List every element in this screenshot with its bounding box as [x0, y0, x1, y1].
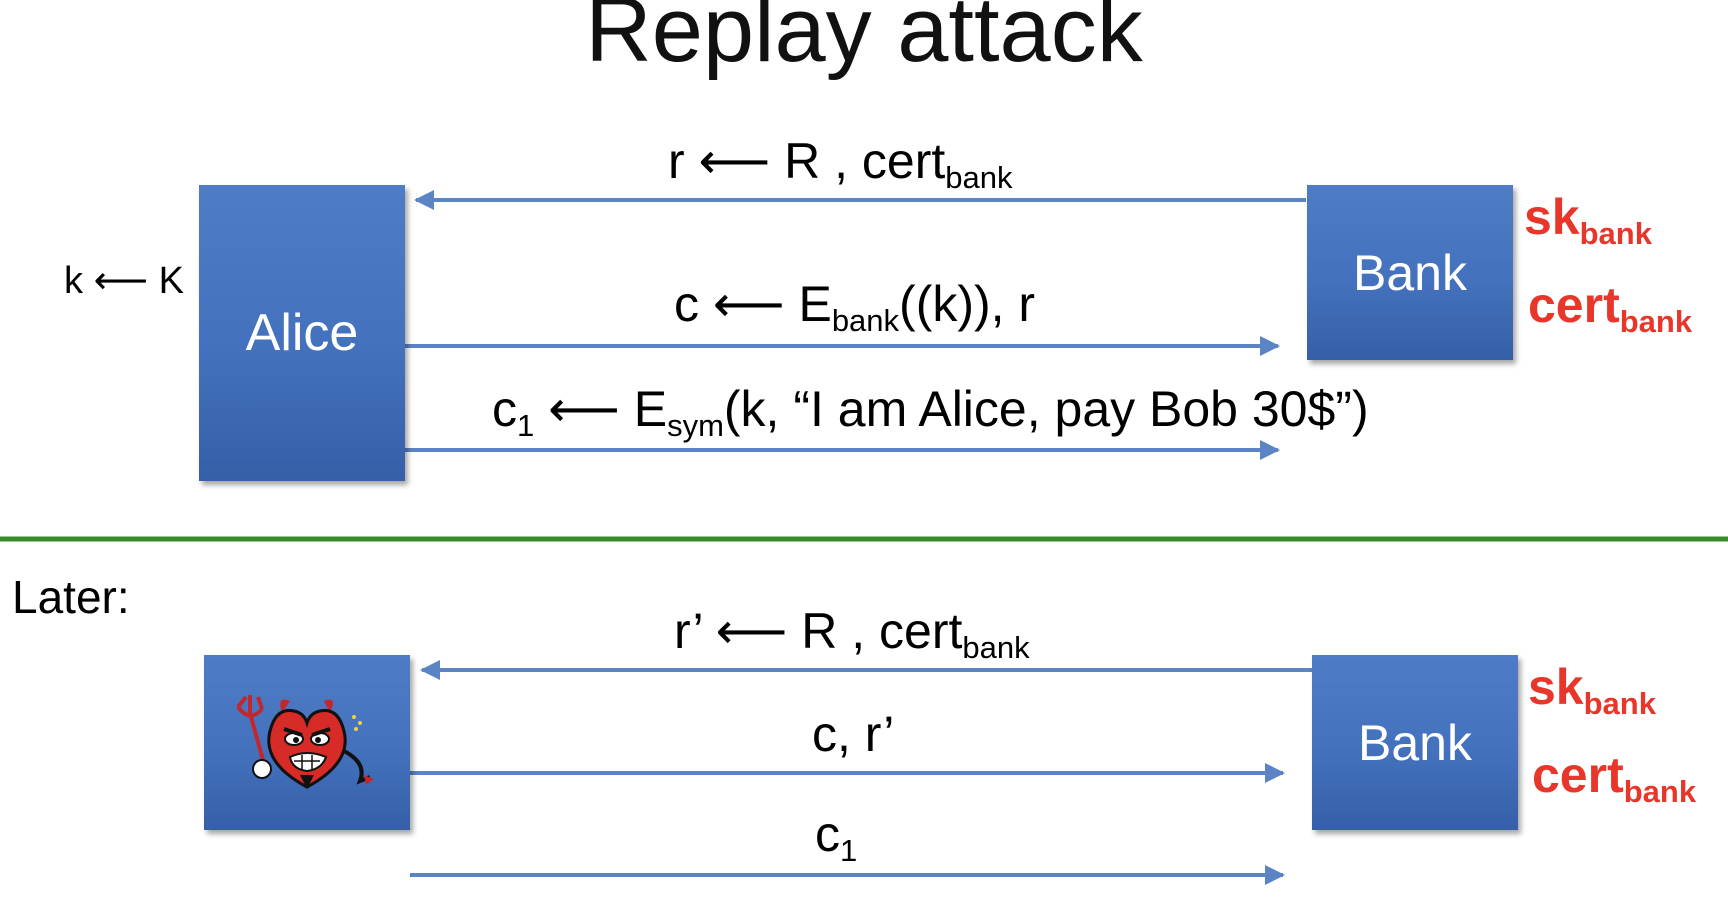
- bank-cert-bottom: certbank: [1532, 747, 1697, 809]
- bank-box-bottom: Bank: [1312, 655, 1518, 830]
- bank-label-top: Bank: [1353, 244, 1467, 301]
- alice-label: Alice: [245, 304, 359, 362]
- bank-box-top: Bank: [1307, 185, 1513, 360]
- bank-label-bottom: Bank: [1358, 714, 1472, 771]
- alice-key-note: k ⟵ K: [64, 260, 184, 302]
- msg-top-1: r ⟵ R , certbank: [668, 133, 1013, 195]
- msg-top-3: c1 ⟵ Esym(k, “I am Alice, pay Bob 30$”): [492, 381, 1369, 443]
- alice-box: Alice: [199, 185, 405, 481]
- devil-icon: [236, 694, 374, 789]
- attacker-box: [204, 655, 410, 830]
- msg-top-2: c ⟵ Ebank((k)), r: [674, 276, 1036, 338]
- bank-sk-bottom: skbank: [1528, 659, 1656, 721]
- msg-bottom-3: c1: [815, 806, 858, 868]
- msg-bottom-2: c, r’: [812, 706, 895, 762]
- bank-sk-top: skbank: [1524, 189, 1652, 251]
- bank-cert-top: certbank: [1528, 277, 1693, 339]
- slide-title: Replay attack: [585, 0, 1143, 81]
- later-label: Later:: [12, 571, 130, 623]
- msg-bottom-1: r’ ⟵ R , certbank: [674, 603, 1030, 665]
